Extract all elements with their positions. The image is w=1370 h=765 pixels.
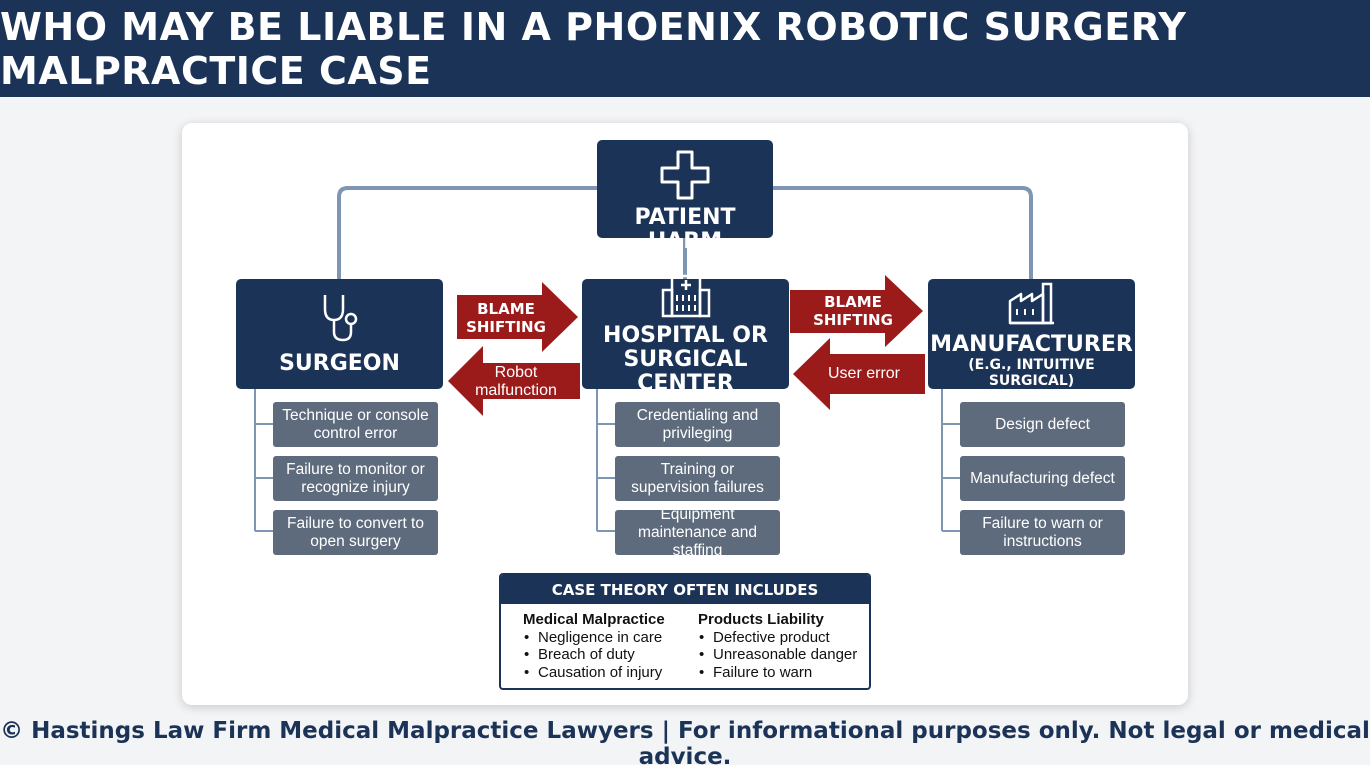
- hospital-item: Training or supervision failures: [615, 456, 780, 501]
- arrow-right-bottom-shape: [793, 338, 925, 410]
- manufacturer-node: MANUFACTURER (E.G., INTUITIVE SURGICAL): [928, 279, 1135, 389]
- header-bar: WHO MAY BE LIABLE IN A PHOENIX ROBOTIC S…: [0, 0, 1370, 97]
- hospital-item: Equipment maintenance and staffing: [615, 506, 780, 559]
- arrow-label-blame-shifting-right: BLAME SHIFTING: [813, 293, 893, 329]
- factory-icon: [1007, 279, 1057, 325]
- manufacturer-sublabel: (E.G., INTUITIVE SURGICAL): [968, 357, 1095, 389]
- patient-harm-label: PATIENT HARM: [634, 205, 736, 254]
- arrow-label-robot-malfunction: Robot malfunction: [475, 364, 557, 399]
- arrow-left-top-shape: [457, 282, 578, 352]
- hospital-building-icon: [660, 272, 712, 318]
- surgeon-label: SURGEON: [279, 351, 400, 376]
- theory-column-products: Products Liability Defective product Unr…: [698, 611, 857, 681]
- theory-column-heading: Medical Malpractice: [523, 611, 665, 628]
- arrow-label-blame-shifting-left: BLAME SHIFTING: [466, 300, 546, 336]
- arrow-left-bottom-shape: [448, 346, 580, 416]
- hospital-item: Credentialing and privileging: [615, 402, 780, 447]
- arrow-label-user-error: User error: [827, 365, 900, 382]
- manufacturer-label: MANUFACTURER: [930, 332, 1133, 357]
- manufacturer-item: Design defect: [960, 402, 1125, 447]
- surgeon-item: Failure to monitor or recognize injury: [273, 456, 438, 501]
- manufacturer-item: Failure to warn or instructions: [960, 510, 1125, 555]
- stethoscope-icon: [317, 292, 363, 344]
- theory-item: Defective product: [698, 629, 857, 647]
- theory-item: Failure to warn: [698, 664, 857, 682]
- bracket-manufacturer: [941, 389, 960, 532]
- case-theory-title: CASE THEORY OFTEN INCLUDES: [501, 575, 869, 604]
- theory-item: Unreasonable danger: [698, 646, 857, 664]
- hospital-label: HOSPITAL OR SURGICAL CENTER: [603, 323, 768, 396]
- footer-disclaimer: © Hastings Law Firm Medical Malpractice …: [0, 718, 1370, 765]
- theory-item: Negligence in care: [523, 629, 665, 647]
- connector-root-surgeon: [337, 186, 598, 280]
- patient-harm-node: PATIENT HARM: [597, 140, 773, 254]
- medical-cross-icon: [660, 150, 710, 200]
- theory-item: Breach of duty: [523, 646, 665, 664]
- manufacturer-item: Manufacturing defect: [960, 456, 1125, 501]
- theory-column-malpractice: Medical Malpractice Negligence in care B…: [523, 611, 665, 681]
- bracket-hospital: [596, 389, 615, 532]
- theory-column-heading: Products Liability: [698, 611, 824, 628]
- surgeon-node: SURGEON: [236, 279, 443, 389]
- arrow-right-top-shape: [790, 275, 923, 347]
- case-theory-box: CASE THEORY OFTEN INCLUDES Medical Malpr…: [499, 573, 871, 690]
- surgeon-item: Failure to convert to open surgery: [273, 510, 438, 555]
- bracket-surgeon: [254, 389, 273, 532]
- connector-root-manufacturer: [773, 186, 1033, 280]
- hospital-node: HOSPITAL OR SURGICAL CENTER: [582, 274, 789, 396]
- surgeon-item: Technique or console control error: [273, 402, 438, 447]
- page-title: WHO MAY BE LIABLE IN A PHOENIX ROBOTIC S…: [0, 4, 1187, 93]
- theory-item: Causation of injury: [523, 664, 665, 682]
